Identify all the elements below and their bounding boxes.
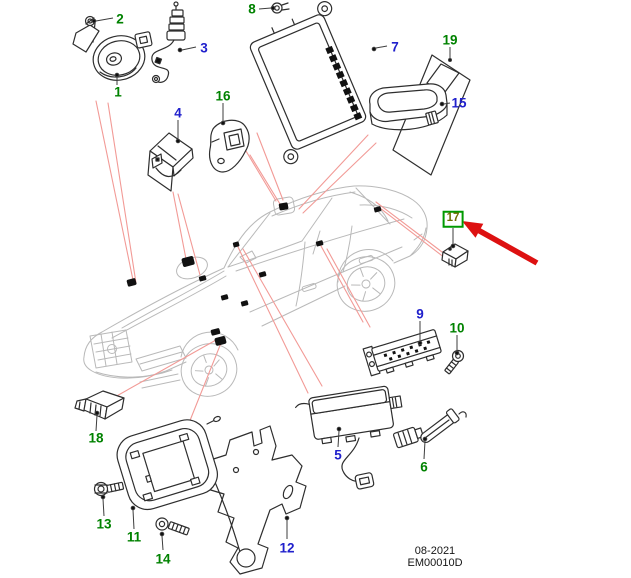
part-label-3: 3: [200, 40, 208, 56]
part-4-module: [147, 132, 194, 192]
part-label-6: 6: [420, 459, 428, 475]
car-mount-points: [126, 202, 382, 346]
part-10-screw: [444, 349, 465, 375]
part-17-sensor-module: [441, 243, 469, 268]
part-label-14: 14: [155, 551, 171, 567]
part-16-bracket: [208, 119, 250, 173]
part-label-12: 12: [279, 540, 295, 556]
part-6-antenna: [392, 408, 467, 449]
highlight-arrow: [462, 221, 539, 266]
footer-date: 08-2021: [414, 545, 456, 557]
part-label-1: 1: [114, 84, 122, 100]
footer: 08-2021 EM00010D: [407, 545, 463, 569]
leader-lines-black: [91, 5, 460, 551]
part-15-module: [369, 83, 448, 131]
part-label-11: 11: [126, 529, 142, 545]
part-13-bolt: [93, 481, 125, 497]
footer-code: EM00010D: [407, 556, 463, 569]
part-label-16: 16: [215, 88, 231, 104]
part-label-4: 4: [174, 105, 182, 121]
part-label-10: 10: [449, 320, 465, 336]
part-label-5: 5: [334, 447, 342, 463]
part-label-18: 18: [88, 430, 104, 446]
part-12-bracket: [185, 425, 307, 575]
car-illustration: [83, 185, 428, 397]
part-3-sensor-cable: [134, 1, 186, 84]
part-label-7: 7: [391, 39, 399, 55]
part-label-9: 9: [416, 306, 424, 322]
part-label-8: 8: [248, 1, 256, 17]
part-5-module-with-cable: [295, 385, 403, 490]
part-18-module: [74, 390, 125, 420]
leader-lines-pink: [95, 100, 446, 424]
part-7-control-module: [249, 1, 367, 165]
part-11-sounder-module: [116, 415, 221, 511]
part-label-19: 19: [442, 32, 458, 48]
part-label-15: 15: [451, 95, 467, 111]
part-9-impact-sensor-bar: [362, 329, 442, 377]
part-label-17-highlighted: 17: [442, 210, 464, 228]
part-label-2: 2: [116, 11, 124, 27]
part-label-13: 13: [96, 516, 112, 532]
part-14-bolt: [155, 517, 190, 536]
part-1-horn: [72, 22, 146, 81]
